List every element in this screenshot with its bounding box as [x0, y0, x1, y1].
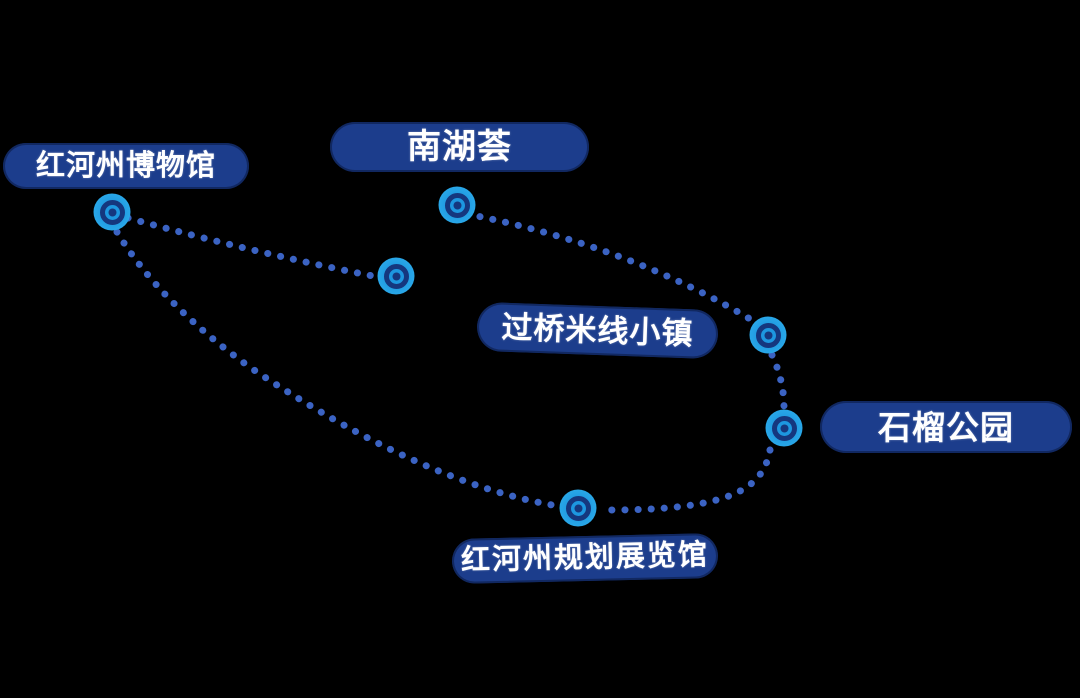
map-marker-rice-noodle-town[interactable]: [749, 316, 787, 354]
map-marker-nanhu-hui[interactable]: [438, 186, 476, 224]
label-rice-noodle-town-text: 过桥米线小镇: [500, 309, 695, 352]
bullseye-ring-icon: [383, 263, 409, 289]
route-pomegranate-to-exhibition: [596, 446, 774, 514]
label-planning-exhibition-hall-text: 红河州规划展览馆: [460, 539, 710, 577]
route-noodle-town-to-pomegranate: [768, 351, 788, 411]
label-honghe-museum[interactable]: 红河州博物馆: [3, 143, 249, 189]
route-nanhu-to-noodle-town: [463, 210, 759, 326]
map-marker-pomegranate-park[interactable]: [765, 409, 803, 447]
route-museum-to-waypoint: [124, 214, 382, 281]
label-pomegranate-park-text: 石榴公园: [878, 408, 1014, 446]
route-museum-to-exhibition: [113, 228, 562, 510]
map-marker-honghe-museum[interactable]: [93, 193, 131, 231]
label-pomegranate-park[interactable]: 石榴公园: [820, 401, 1072, 453]
bullseye-center-icon: [780, 424, 788, 432]
bullseye-ring-icon: [444, 192, 470, 218]
bullseye-center-icon: [108, 208, 116, 216]
bullseye-center-icon: [574, 504, 582, 512]
bullseye-ring-icon: [771, 415, 797, 441]
label-planning-exhibition-hall[interactable]: 红河州规划展览馆: [451, 532, 719, 585]
bullseye-center-icon: [764, 331, 772, 339]
bullseye-ring-icon: [99, 199, 125, 225]
bullseye-center-icon: [392, 272, 400, 280]
bullseye-ring-icon: [565, 495, 591, 521]
label-honghe-museum-text: 红河州博物馆: [35, 149, 216, 182]
label-nanhu-hui-text: 南湖荟: [407, 128, 512, 166]
map-marker-waypoint[interactable]: [377, 257, 415, 295]
label-rice-noodle-town[interactable]: 过桥米线小镇: [476, 301, 719, 360]
map-marker-planning-exhibition-hall[interactable]: [559, 489, 597, 527]
label-nanhu-hui[interactable]: 南湖荟: [330, 122, 589, 172]
bullseye-ring-icon: [755, 322, 781, 348]
bullseye-center-icon: [453, 201, 461, 209]
